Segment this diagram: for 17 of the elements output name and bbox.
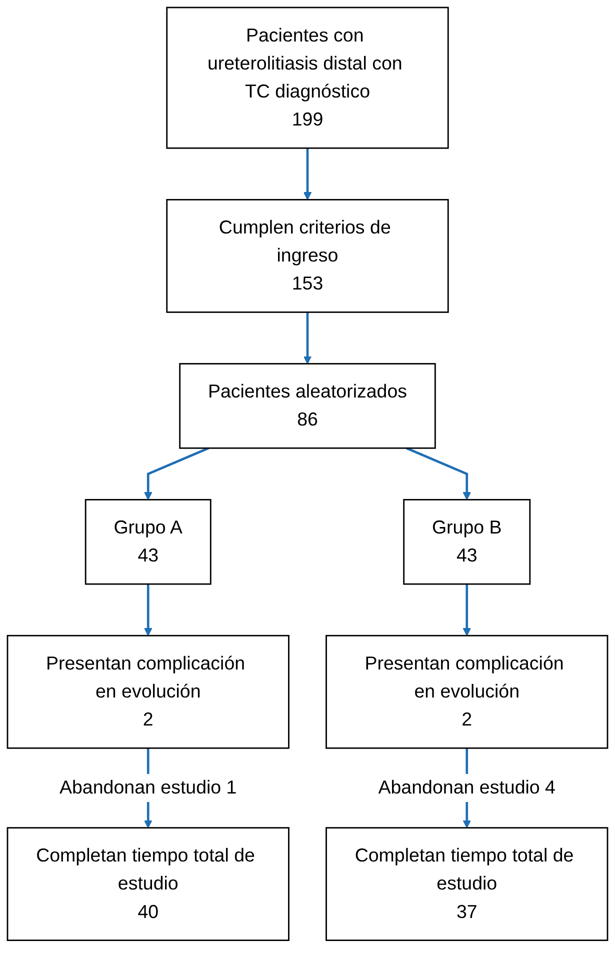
arrow xyxy=(406,447,471,500)
arrow xyxy=(303,312,312,364)
arrow xyxy=(144,584,152,636)
node-box xyxy=(6,827,290,942)
arrow xyxy=(462,584,471,636)
node-box xyxy=(166,198,449,313)
node-box xyxy=(6,634,290,749)
edge-label: Abandonan estudio 4 xyxy=(378,778,556,798)
edge-label: Abandonan estudio 1 xyxy=(60,778,237,798)
arrow xyxy=(144,447,210,500)
node-box xyxy=(84,498,212,585)
node-box xyxy=(403,498,531,585)
node-box xyxy=(179,363,436,449)
node-box xyxy=(166,6,449,149)
arrow xyxy=(303,148,312,200)
node-box xyxy=(326,827,608,942)
node-box xyxy=(326,634,608,749)
